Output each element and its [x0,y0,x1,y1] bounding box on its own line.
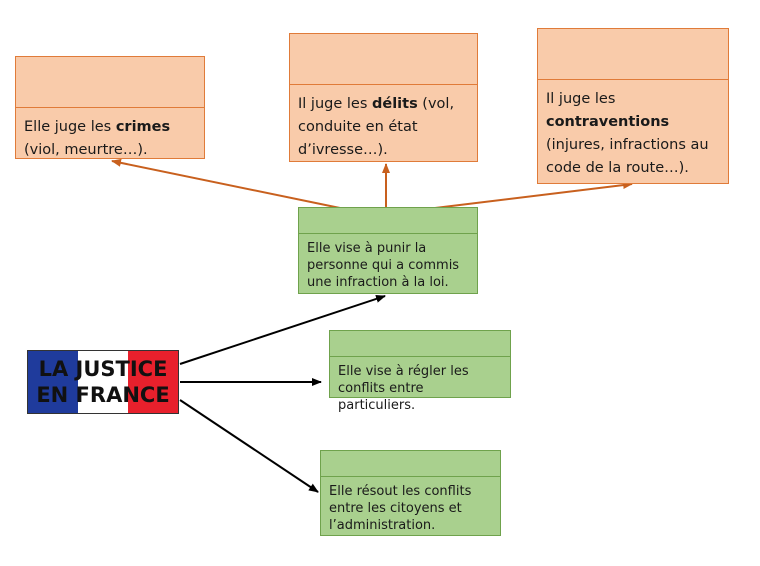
crimes-box-header [16,57,204,108]
arrow-to-penal [179,295,386,365]
penal-justice-box-header [299,208,477,234]
contraventions-box-header [538,29,728,80]
penal-justice-box: Elle vise à punir la personne qui a comm… [298,207,478,294]
administrative-justice-box-text: Elle résout les conflits entre les citoy… [329,484,472,533]
civil-justice-box: Elle vise à régler les conflits entre pa… [329,330,511,413]
crimes-box-text: Elle juge les crimes (viol, meurtre…). [24,119,171,158]
penal-justice-box-text: Elle vise à punir la personne qui a comm… [307,241,460,290]
title-line-2: EN FRANCE [36,383,170,407]
title-line-1: LA JUSTICE [38,357,168,381]
administrative-justice-box-header [321,451,500,477]
delits-box-text: Il juge les délits (vol, conduite en éta… [298,96,455,158]
civil-justice-box-header [330,331,510,357]
delits-box-header [290,34,477,85]
contraventions-box: Il juge les contraventions (injures, inf… [537,28,729,184]
administrative-justice-box: Elle résout les conflits entre les citoy… [320,450,501,536]
arrow-to-administrative [179,399,319,493]
justice-title-flag: LA JUSTICE EN FRANCE [27,350,179,414]
civil-justice-box-text: Elle vise à régler les conflits entre pa… [338,364,469,413]
delits-box: Il juge les délits (vol, conduite en éta… [289,33,478,162]
arrow-to-contraventions [434,181,633,209]
contraventions-box-text: Il juge les contraventions (injures, inf… [546,91,709,176]
arrow-to-crimes [111,158,341,209]
crimes-box: Elle juge les crimes (viol, meurtre…). [15,56,205,159]
